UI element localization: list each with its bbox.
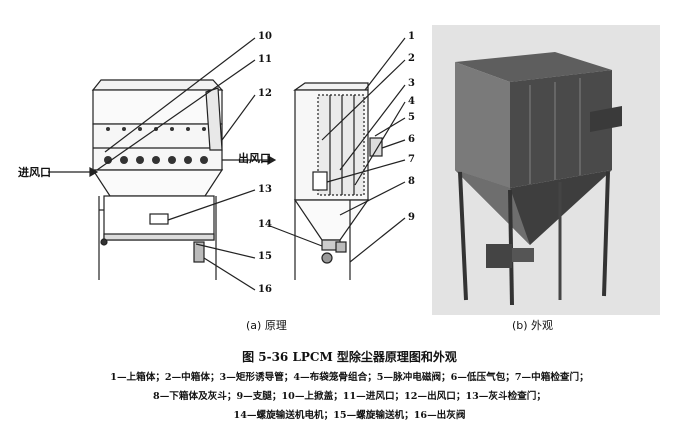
part-label-15: 15	[258, 251, 272, 262]
caption-principle: (a) 原理	[246, 319, 287, 332]
front-view	[48, 37, 277, 291]
part-label-9: 9	[408, 212, 415, 223]
part-label-16: 16	[258, 284, 272, 295]
part-label-2: 2	[408, 53, 415, 64]
part-label-12: 12	[258, 88, 272, 99]
part-label-1: 1	[408, 31, 415, 42]
part-label-11: 11	[258, 54, 272, 65]
inlet-label: 进风口	[18, 166, 51, 179]
part-label-6: 6	[408, 134, 415, 145]
part-label-8: 8	[408, 176, 415, 187]
outlet-label: 出风口	[238, 152, 271, 165]
part-label-3: 3	[408, 78, 415, 89]
caption-appearance: (b) 外观	[512, 319, 554, 332]
part-label-13: 13	[258, 184, 272, 195]
side-view	[269, 37, 406, 280]
part-label-4: 4	[408, 96, 415, 107]
part-label-5: 5	[408, 112, 415, 123]
part-label-10: 10	[258, 31, 272, 42]
appearance-photo	[432, 25, 660, 315]
figure-title: 图 5-36 LPCM 型除尘器原理图和外观	[242, 350, 457, 364]
part-label-14: 14	[258, 219, 272, 230]
part-label-7: 7	[408, 154, 415, 165]
legend-line-1: 1—上箱体；2—中箱体；3—矩形诱导管；4—布袋笼骨组合；5—脉冲电磁阀；6—低…	[110, 372, 589, 383]
legend-line-2: 8—下箱体及灰斗；9—支腿；10—上掀盖；11—进风口；12—出风口；13—灰斗…	[153, 391, 546, 402]
legend-line-3: 14—螺旋输送机电机；15—螺旋输送机；16—出灰阀	[233, 410, 466, 421]
